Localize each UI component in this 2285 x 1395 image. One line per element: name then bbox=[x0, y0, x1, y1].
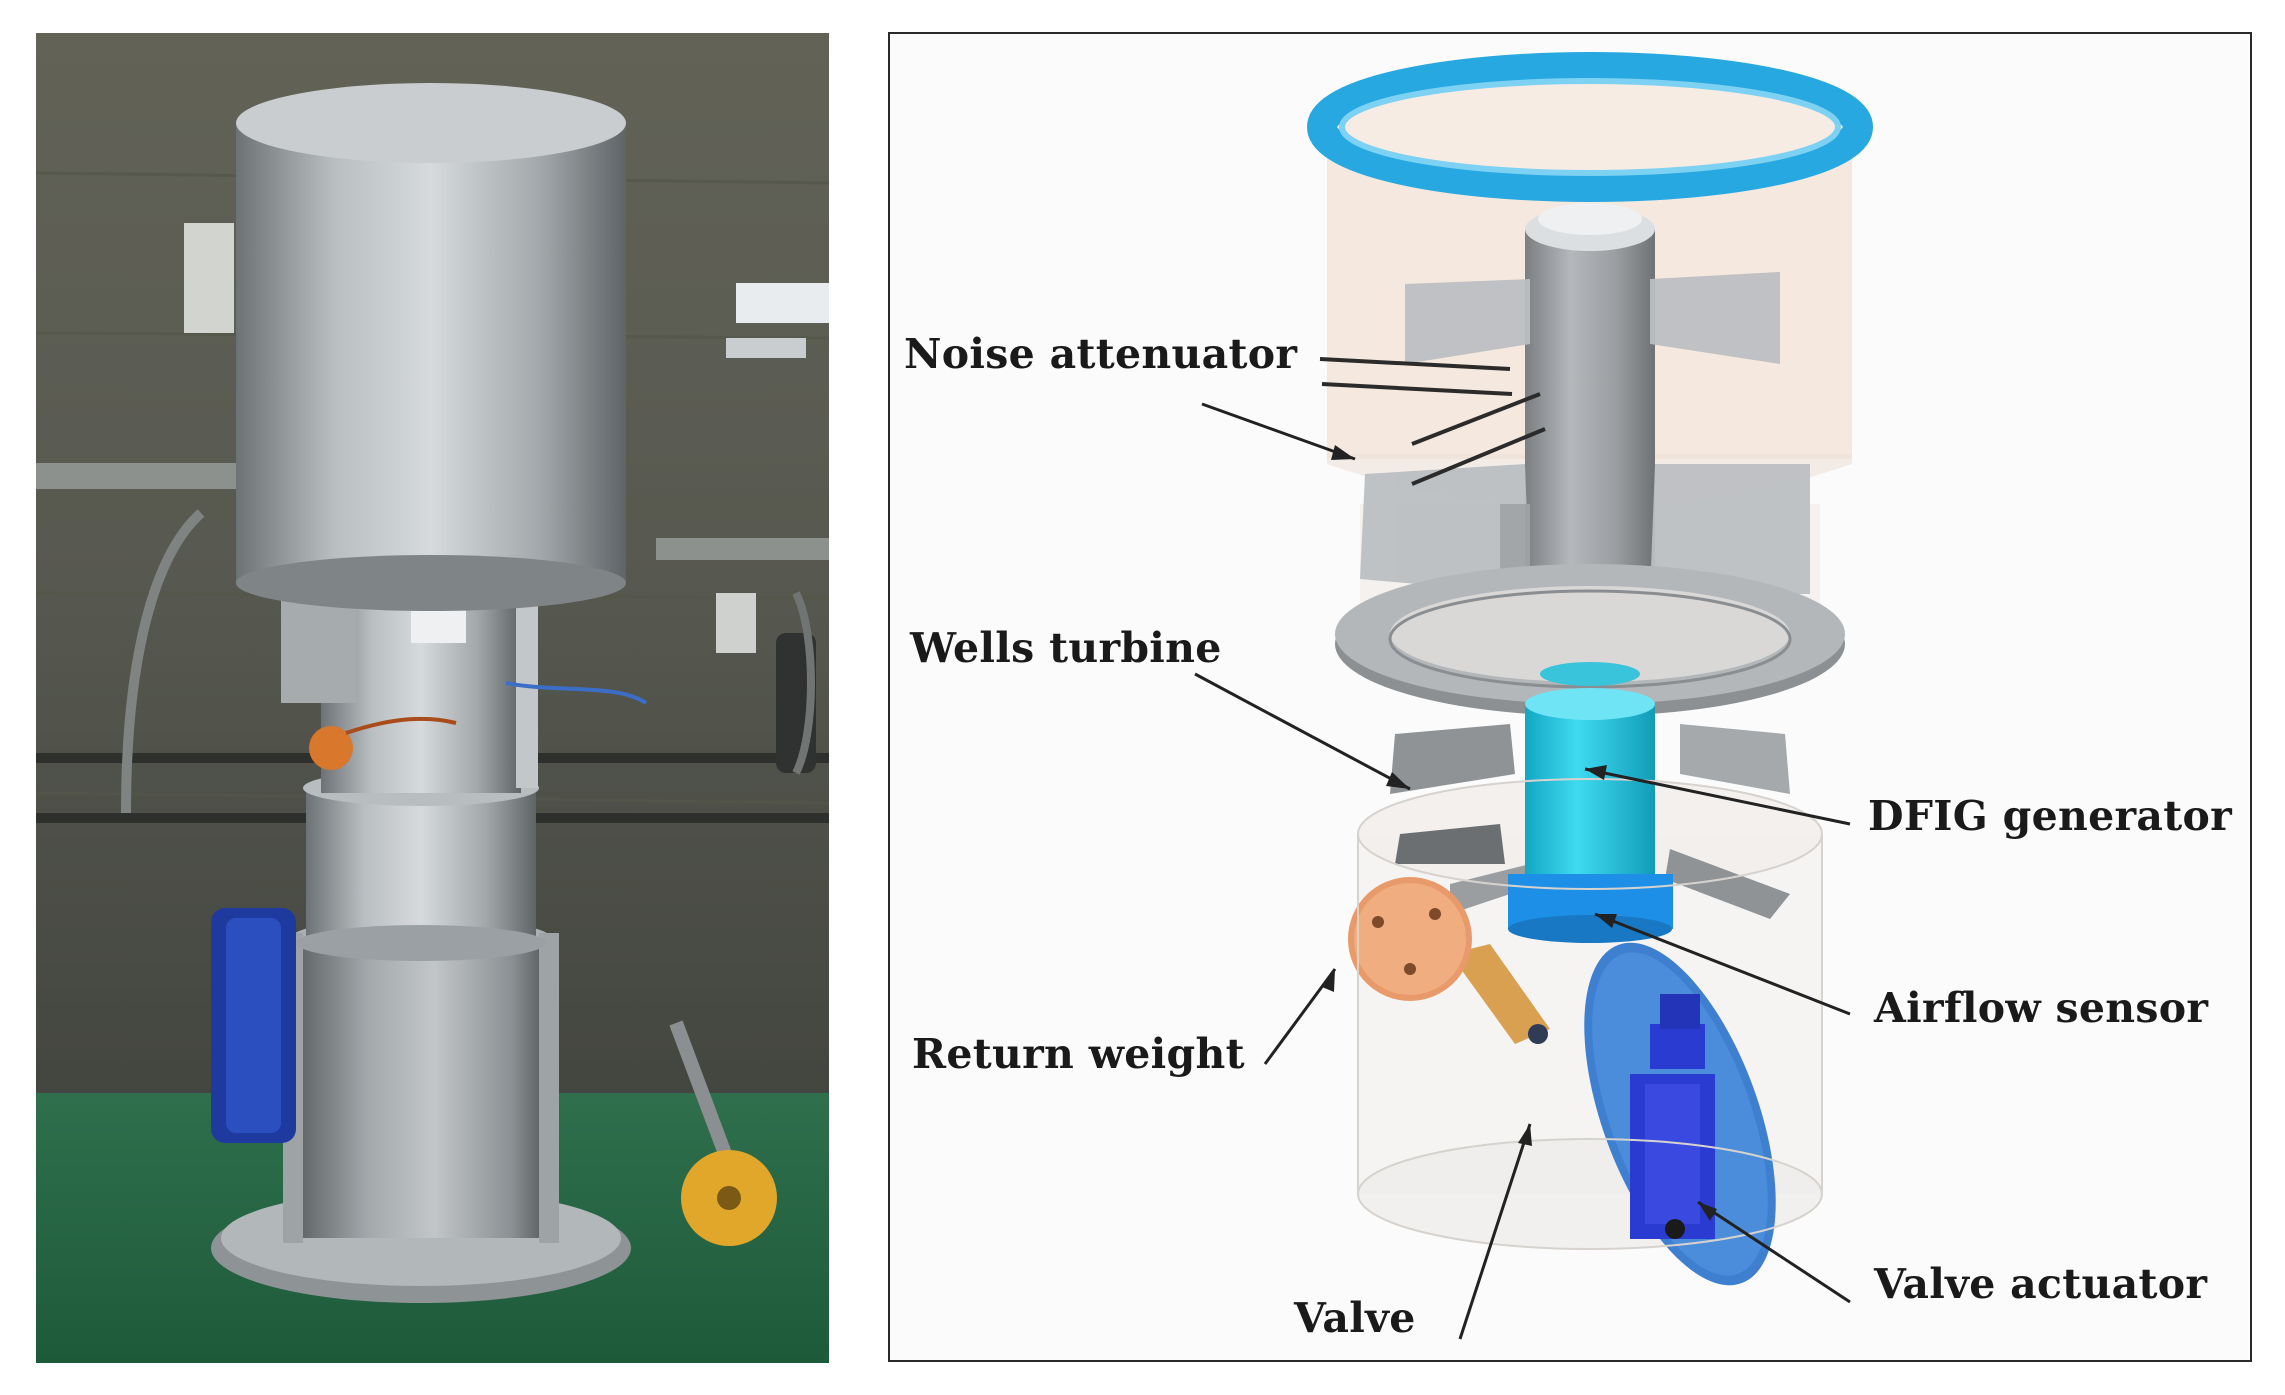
label-valve: Valve bbox=[1294, 1294, 1416, 1342]
label-wells-turbine: Wells turbine bbox=[910, 624, 1222, 672]
turbine-schematic-drawing bbox=[1194, 52, 1873, 1340]
wells-turbine-rotor bbox=[1390, 724, 1790, 919]
flange-plate bbox=[1335, 564, 1845, 716]
turbine-schematic: Noise attenuator Wells turbine DFIG gene… bbox=[888, 32, 2252, 1362]
label-valve-actuator: Valve actuator bbox=[1874, 1260, 2208, 1308]
leader-noise-attenuator bbox=[1201, 402, 1356, 461]
label-airflow-sensor: Airflow sensor bbox=[1874, 984, 2209, 1032]
turbine-photo bbox=[36, 33, 829, 1363]
attenuator-wires bbox=[1319, 357, 1546, 486]
leader-valve bbox=[1458, 1123, 1532, 1340]
dfig-generator bbox=[1525, 662, 1655, 874]
label-noise-attenuator: Noise attenuator bbox=[904, 330, 1298, 378]
leader-dfig-generator bbox=[1584, 767, 1851, 826]
valve-actuator bbox=[1630, 994, 1715, 1239]
leader-lines bbox=[1194, 402, 1851, 1340]
housing-outline bbox=[1357, 778, 1823, 1250]
leader-valve-actuator bbox=[1697, 1200, 1851, 1304]
return-weight bbox=[1348, 877, 1550, 1044]
leader-wells-turbine bbox=[1194, 672, 1411, 791]
label-return-weight: Return weight bbox=[912, 1030, 1245, 1078]
airflow-sensor bbox=[1508, 874, 1673, 943]
attenuator-vanes bbox=[1360, 272, 1810, 594]
turbine-photo-drawing bbox=[36, 33, 829, 1363]
label-dfig-generator: DFIG generator bbox=[1868, 792, 2233, 840]
leader-return-weight bbox=[1263, 968, 1337, 1065]
attenuator-top-ring bbox=[1307, 52, 1873, 202]
leader-airflow-sensor bbox=[1594, 912, 1851, 1016]
leader-arrowheads bbox=[1322, 445, 1717, 1221]
